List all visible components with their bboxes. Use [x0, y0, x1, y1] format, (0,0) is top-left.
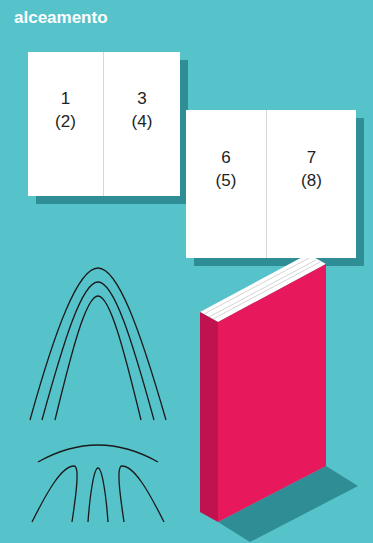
book [200, 254, 358, 542]
page-number: (5) [216, 169, 237, 192]
page-half: 1(2) [28, 52, 104, 196]
fold-line [30, 268, 166, 420]
book-cover [218, 264, 326, 522]
page-number: 6 [221, 146, 230, 169]
fold-line [32, 466, 77, 522]
page-number: (2) [55, 110, 76, 133]
title: alceamento [14, 8, 108, 28]
page-half: 3(4) [104, 52, 180, 196]
page-number: 7 [307, 146, 316, 169]
page-number: 1 [61, 87, 70, 110]
cover-arc [38, 445, 158, 462]
book-spine [200, 312, 218, 522]
fold-line [88, 468, 108, 522]
fold-line [119, 466, 164, 522]
page-half: 6(5) [186, 110, 267, 258]
fold-line [55, 296, 141, 420]
page-half: 7(8) [267, 110, 356, 258]
nested-signatures [30, 268, 166, 420]
fold-line [42, 282, 154, 420]
gathered-signatures [32, 445, 164, 522]
page-number: (4) [132, 110, 153, 133]
page-number: (8) [301, 169, 322, 192]
page-number: 3 [137, 87, 146, 110]
